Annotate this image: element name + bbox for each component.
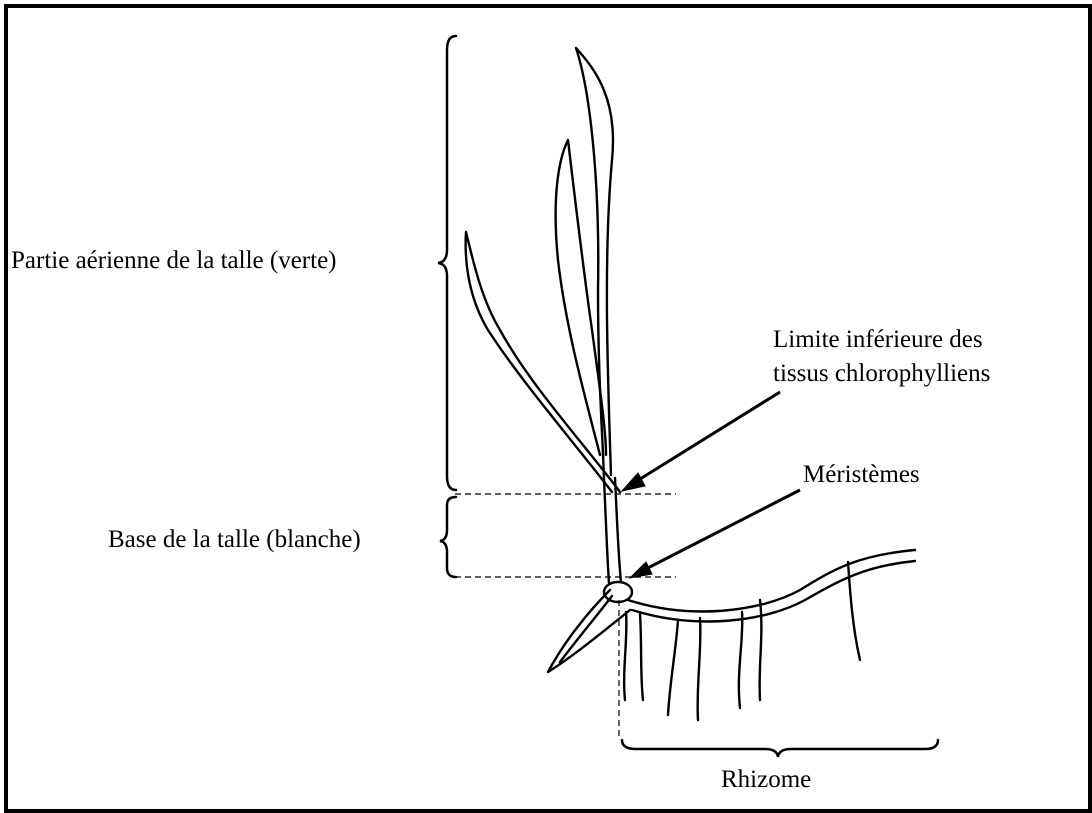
label-chlorophyll-limit-line1: Limite inférieure des bbox=[773, 325, 983, 355]
label-aerial-part: Partie aérienne de la talle (verte) bbox=[11, 246, 337, 276]
label-tiller-base: Base de la talle (blanche) bbox=[108, 525, 361, 555]
label-chlorophyll-limit-line2: tissus chlorophylliens bbox=[773, 359, 990, 389]
label-meristems: Méristèmes bbox=[803, 460, 920, 490]
label-rhizome: Rhizome bbox=[721, 765, 811, 795]
